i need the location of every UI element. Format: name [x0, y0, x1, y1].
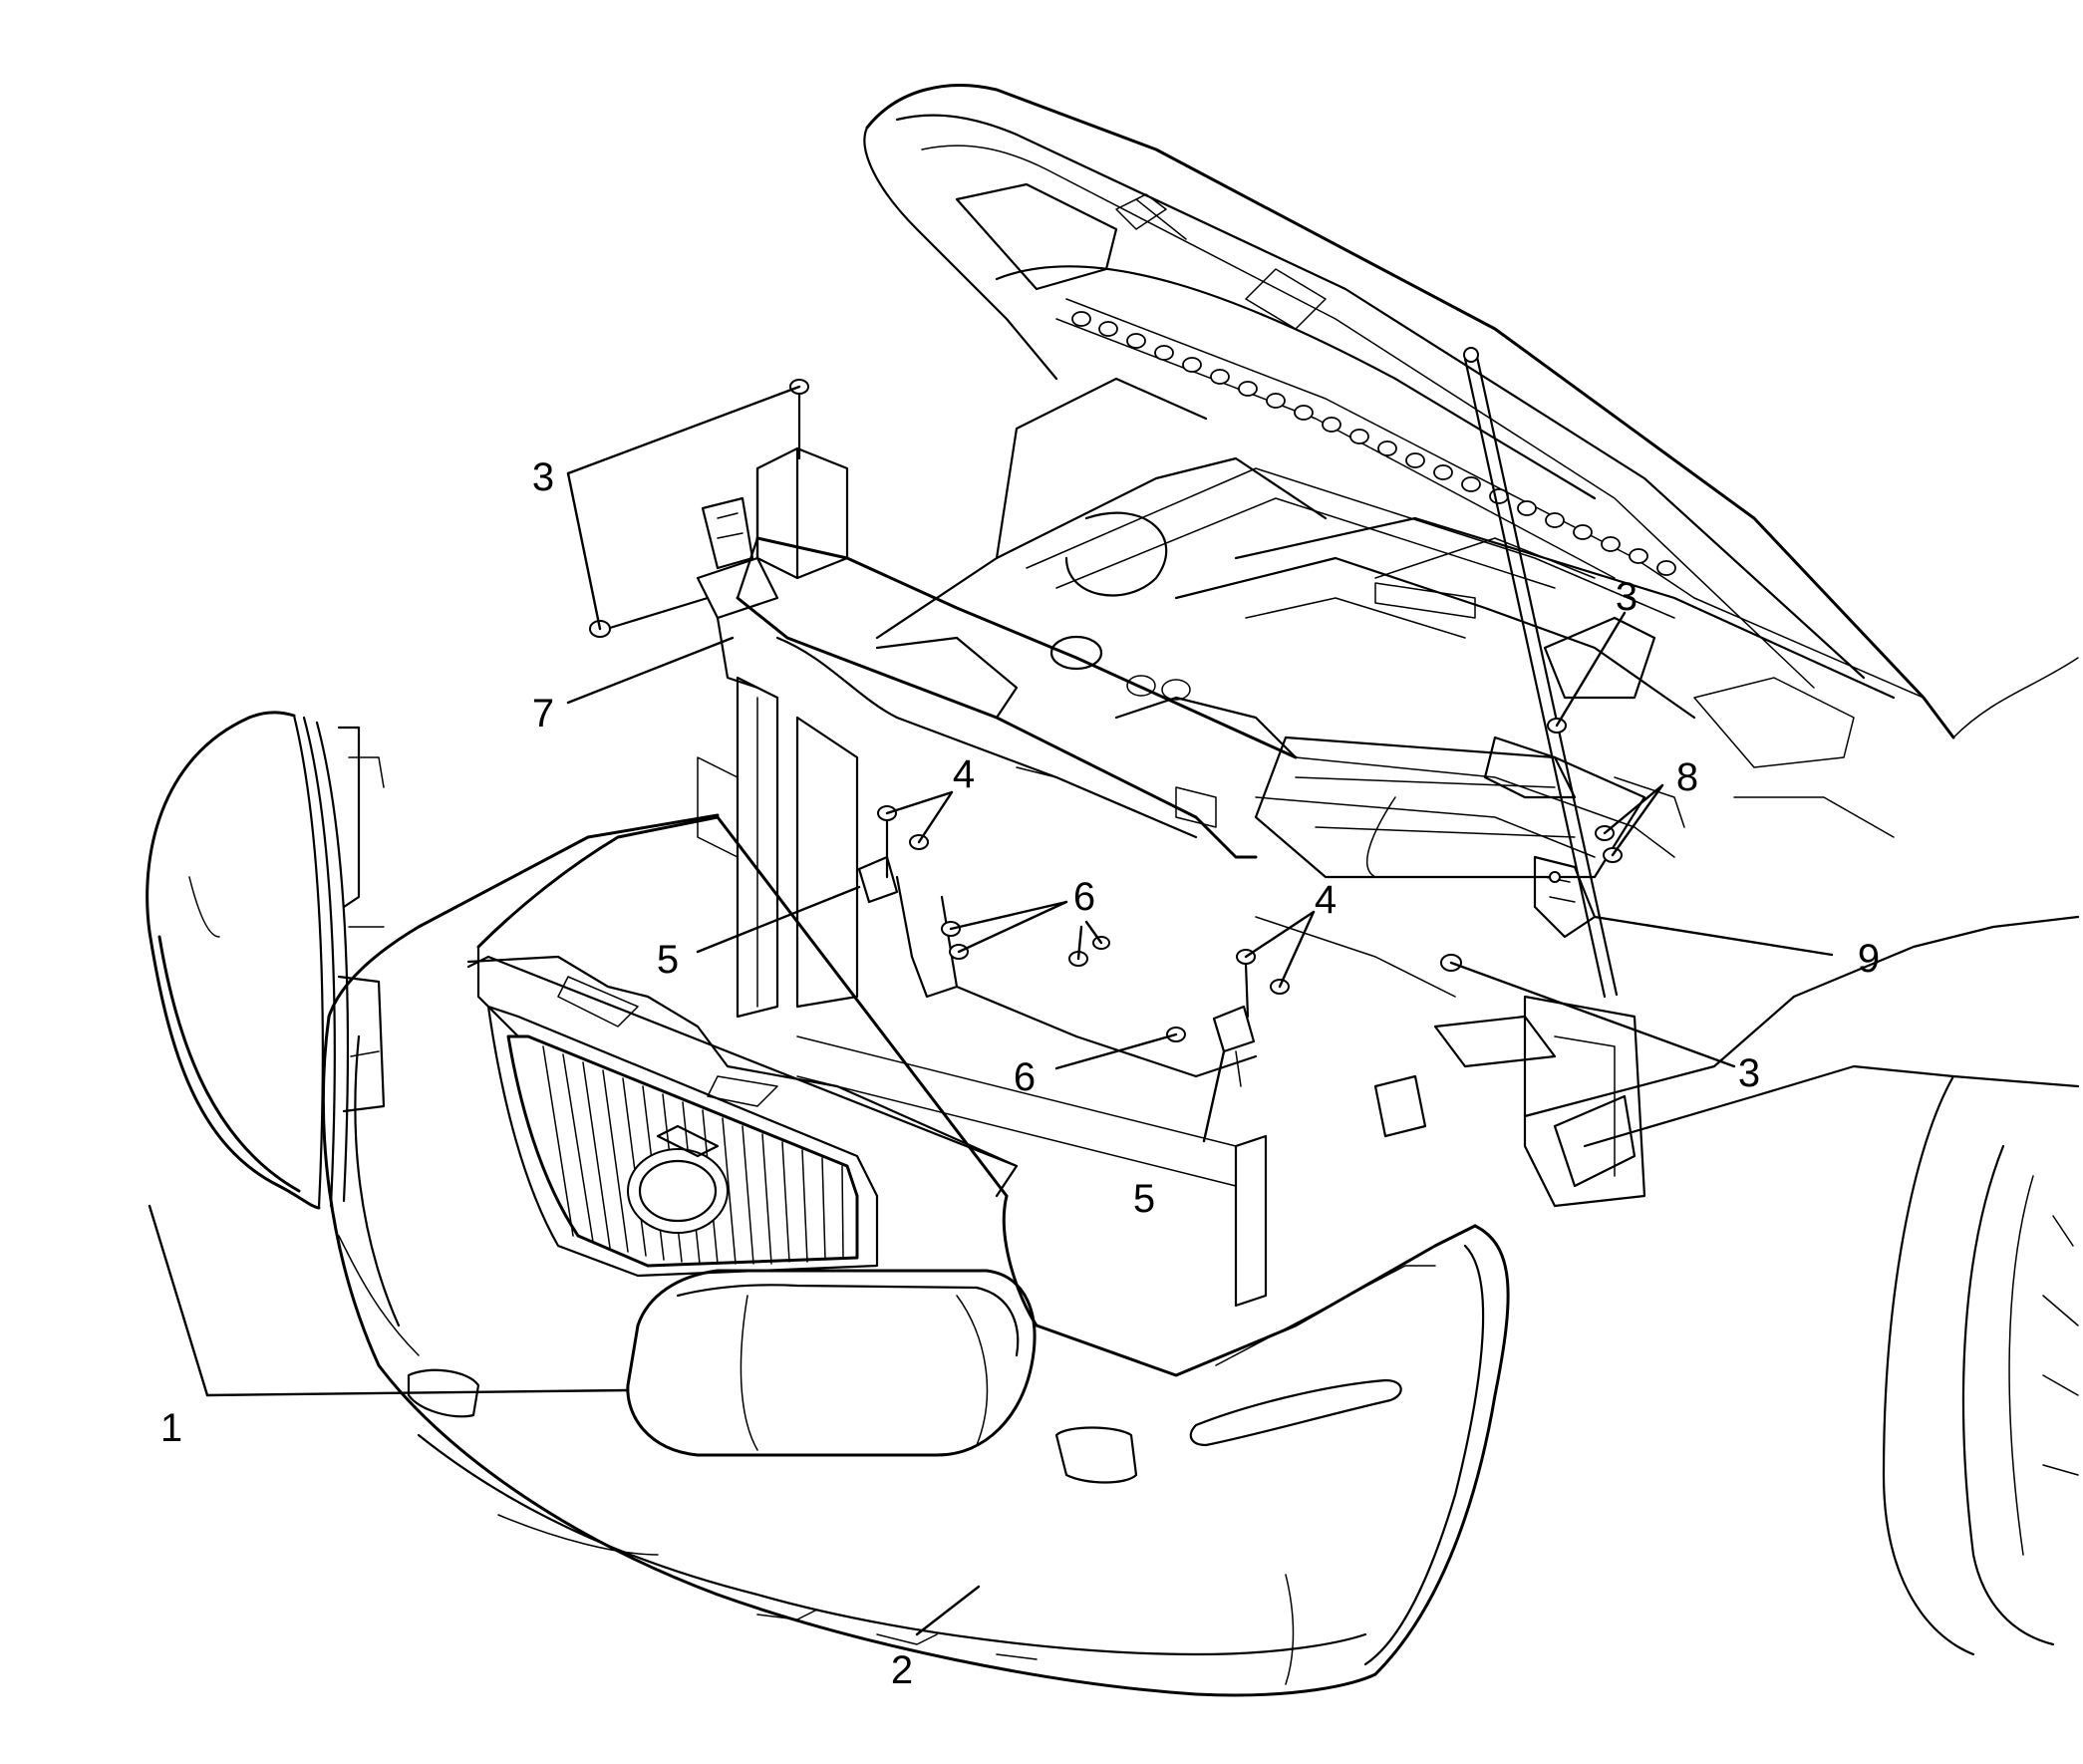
grille-emblem	[627, 1124, 729, 1234]
callout-5-left: 5	[657, 938, 679, 982]
callout-4-left: 4	[953, 752, 975, 796]
engine-bay	[697, 377, 2080, 1656]
bracket-5-right	[1212, 1005, 1256, 1087]
upper-tie-bar	[736, 536, 1685, 878]
hood-prop-rod	[1463, 347, 1619, 999]
callout-4-right: 4	[1315, 878, 1337, 922]
callout-labels: 1 2 3 3 3 4 4 5 5 6 6 7 8 9	[160, 455, 1880, 1692]
fastener-3-side-left	[589, 596, 710, 638]
callout-leaders	[148, 385, 1834, 1636]
fastener-4-right-a	[1236, 949, 1256, 1019]
hood-latch	[1533, 855, 1597, 939]
front-bumper-fascia	[321, 813, 1510, 1697]
callout-7: 7	[532, 692, 554, 735]
headlamp-mounting-bracket	[696, 446, 849, 690]
fastener-4-left-a	[877, 805, 897, 879]
hood-vent-holes	[1071, 311, 1676, 576]
callout-6-left: 6	[1073, 875, 1095, 919]
callout-1: 1	[160, 1406, 182, 1450]
callout-2: 2	[891, 1648, 913, 1692]
fastener-3-top-left	[789, 379, 809, 460]
callout-9: 9	[1858, 937, 1880, 981]
callout-6-right: 6	[1014, 1055, 1036, 1099]
callout-3-right-upper: 3	[1616, 575, 1637, 619]
hood	[863, 84, 2079, 739]
callout-3-top-left: 3	[532, 455, 554, 499]
headlamp-exploded	[146, 711, 386, 1210]
callout-3-right-lower: 3	[1738, 1051, 1760, 1095]
headlamp-installed	[626, 1269, 1037, 1457]
callout-8: 8	[1676, 755, 1698, 799]
callout-5-right: 5	[1133, 1177, 1155, 1221]
